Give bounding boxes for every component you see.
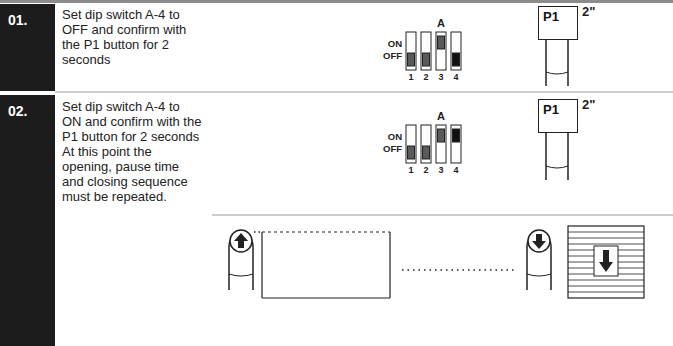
switch-number: 3 [435, 165, 447, 175]
step-number-label: 01. [8, 12, 55, 28]
instruction-text: Set dip switch A-4 to OFF and confirm wi… [62, 7, 202, 67]
switch-number: 2 [420, 165, 432, 175]
row-divider [55, 92, 673, 93]
step-number: 02. [0, 95, 55, 346]
switch-bank: A [434, 17, 448, 29]
p1-button: P1 [538, 6, 578, 40]
shutter-slat [568, 238, 644, 239]
table-top-border [0, 0, 673, 3]
p1-button-label: P1 [543, 102, 577, 117]
switch-number: 1 [405, 72, 417, 82]
closing-shutter [568, 226, 644, 298]
switch-number: 4 [450, 72, 462, 82]
dotted-leader [254, 231, 262, 233]
shutter-slat [568, 292, 644, 293]
open-gate [262, 232, 390, 298]
shutter-slat [568, 232, 644, 233]
switch-state: OFF [372, 50, 402, 61]
switch-state: OFF [372, 143, 402, 154]
shutter-slat [568, 286, 644, 287]
p1-button-label: P1 [543, 9, 577, 24]
row-divider [212, 215, 673, 216]
switch-bank: A [434, 110, 448, 122]
step-number-label: 02. [8, 103, 55, 119]
step-number: 01. [0, 4, 55, 91]
close-button-press [527, 230, 551, 290]
dotted-leader [402, 269, 514, 271]
shutter-slat [568, 244, 644, 245]
shutter-slat [568, 280, 644, 281]
switch-number: 4 [450, 165, 462, 175]
p1-button: P1 [538, 99, 578, 133]
switch-state: ON [372, 38, 402, 49]
open-button-press [229, 230, 253, 290]
duration: 2" [582, 97, 606, 112]
duration: 2" [582, 4, 606, 19]
instruction-note: At this point the opening, pause time an… [62, 144, 202, 204]
instruction-text: Set dip switch A-4 to ON and confirm wit… [62, 99, 202, 144]
switch-number: 2 [420, 72, 432, 82]
switch-state: ON [372, 131, 402, 142]
switch-number: 1 [405, 165, 417, 175]
dip-switch-block [406, 32, 461, 70]
switch-number: 3 [435, 72, 447, 82]
dip-switch-block [406, 125, 461, 163]
